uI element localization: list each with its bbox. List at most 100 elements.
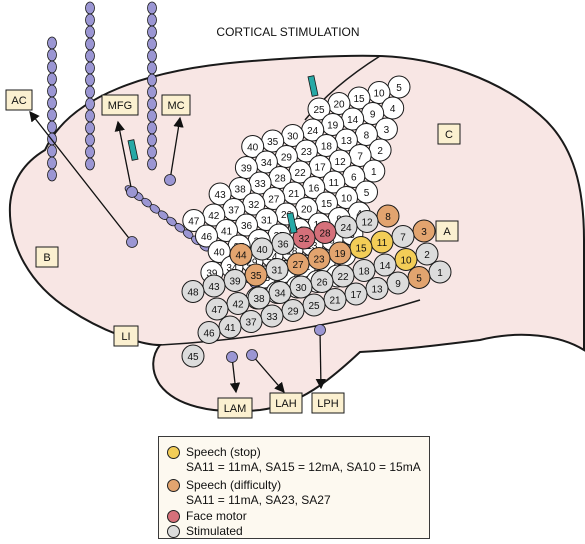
grid-contact: 9 [386,271,410,295]
anchor-dot [246,349,258,361]
contact-label: 7 [357,152,363,163]
arrow [169,116,184,181]
contact-label: 22 [337,272,349,283]
grid-contact: 39 [223,269,247,292]
grid-contact: 33 [260,304,284,328]
contact-label: 15 [355,244,367,255]
strip-contact [147,1,157,15]
face-motor-swatch [167,510,180,523]
grid-contact: 14 [341,107,365,131]
strip-contact [85,49,95,63]
contact-label: 43 [208,282,220,293]
strip-contact [147,85,157,99]
contact-label: 25 [313,105,325,116]
svg-text:LPH: LPH [317,398,338,410]
contact-label: 37 [228,206,240,217]
contact-label: 20 [301,205,313,216]
svg-text:B: B [43,252,50,264]
contact-label: 14 [347,115,359,126]
contact-label: 38 [235,185,247,196]
grid-contact: 11 [322,170,346,194]
contact-label: 10 [373,89,385,100]
svg-text:MFG: MFG [108,100,132,112]
grid-contact: 5 [355,180,378,204]
contact-label: 31 [271,266,283,277]
strip-contact [85,61,95,75]
strip-contact [147,97,157,111]
grid-contact: 5 [387,75,411,99]
grid-contact: 1 [428,260,452,284]
contact-label: 30 [287,132,299,143]
legend-label: Face motor [186,509,247,523]
grid-contact: 47 [205,297,229,321]
svg-text:LAH: LAH [275,398,296,410]
contact-label: 47 [188,217,200,228]
grid-contact: 1 [362,159,386,183]
legend-label: Stimulated [186,524,243,538]
contact-label: 5 [416,274,422,285]
grid-contact: 2 [415,242,439,266]
grid-contact: 22 [288,160,312,184]
contact-label: 38 [253,294,265,305]
strip-contact [47,48,57,62]
strip-contact [147,157,157,171]
strip-contact [47,84,57,98]
strip-contact [85,37,95,51]
contact-label: 19 [327,121,339,132]
grid-contact: 46 [197,321,221,344]
grid-contact: 17 [344,282,368,306]
contact-label: 26 [316,278,328,289]
strip-contact [85,97,95,111]
grid-contact: 43 [202,274,226,298]
area-label-c: C [437,123,461,145]
contact-label: 20 [333,100,345,111]
grid-contact: 32 [242,192,266,216]
contact-label: 21 [329,296,341,307]
contact-label: 17 [350,290,362,301]
grid-contact: 36 [271,232,295,255]
legend-label: Speech (stop) [186,445,261,459]
grid-contact: 24 [334,215,358,239]
grid-contact: 34 [254,150,278,174]
contact-label: 12 [361,218,373,229]
grid-contact: 30 [289,275,313,299]
legend-item-speech-stop: Speech (stop) SA11 = 11mA, SA15 = 12mA, … [167,445,421,475]
contact-label: 36 [241,221,253,232]
contact-label: 5 [364,188,370,199]
grid-contact: 18 [352,259,376,282]
stimulated-swatch [167,525,180,538]
contact-label: 14 [379,261,391,272]
svg-text:AC: AC [11,95,26,107]
strip-contact [47,120,57,134]
anchor-dot [126,236,138,248]
area-label-lah: LAH [269,392,303,414]
strip-contact [47,72,57,86]
contact-label: 45 [187,352,199,363]
legend-detail: SA11 = 11mA, SA23, SA27 [186,493,331,507]
grid-contact: 15 [347,86,371,110]
contact-label: 42 [232,300,244,311]
contact-label: 39 [229,277,241,288]
contact-label: 40 [214,248,226,259]
contact-label: 24 [340,223,352,234]
contact-label: 43 [215,190,227,201]
strip-contact [47,156,57,170]
anchor-dot [314,324,326,336]
contact-label: 23 [313,255,325,266]
contact-label: 15 [321,199,333,210]
grid-contact: 28 [313,221,337,244]
grid-contact: 8 [376,204,400,228]
strip-contact [147,109,157,123]
grid-contact: 45 [181,344,205,368]
contact-label: 44 [235,251,247,262]
grid-contact: 26 [310,270,334,293]
grid-contact: 27 [262,187,286,210]
anchor-dot [226,351,238,363]
area-label-ac: AC [5,89,33,111]
grid-contact: 10 [394,248,418,271]
grid-contact: 6 [342,165,366,188]
grid-contact: 2 [368,138,392,162]
legend-label: Speech (difficulty) [186,478,282,492]
speech-stop-swatch [167,446,180,459]
